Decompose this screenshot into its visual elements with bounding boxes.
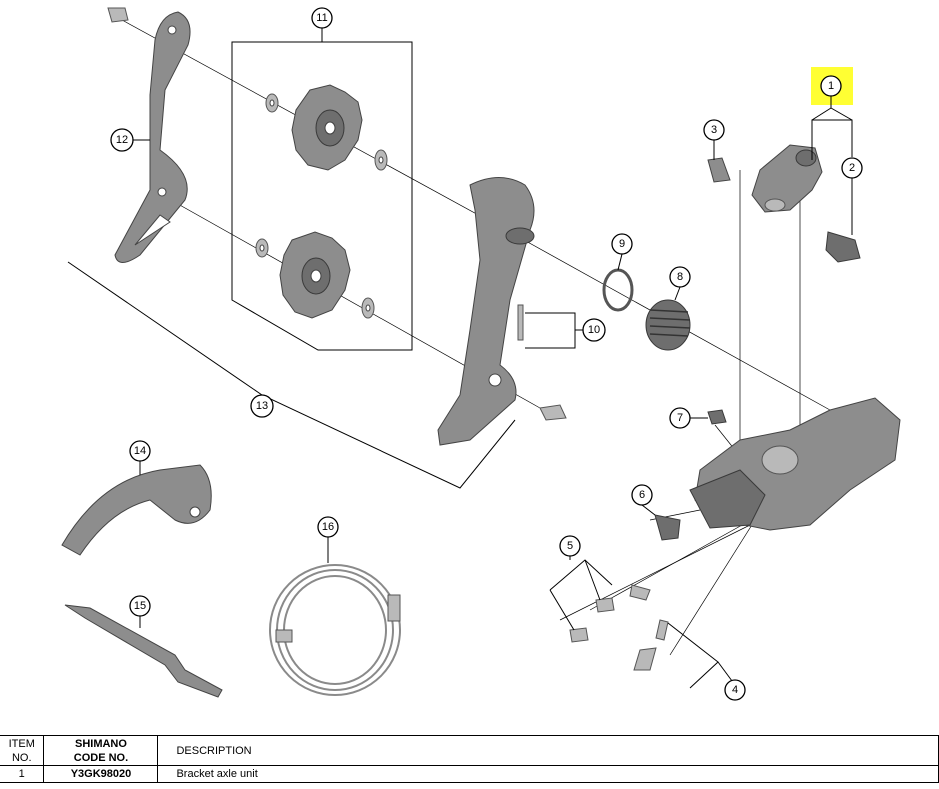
derailleur-body bbox=[689, 397, 901, 531]
svg-text:4: 4 bbox=[732, 684, 738, 696]
part-12-outer-plate bbox=[114, 11, 191, 263]
callout-16: 16 bbox=[317, 516, 339, 538]
part-14-plate bbox=[61, 464, 212, 556]
callout-4: 4 bbox=[724, 679, 746, 701]
svg-text:8: 8 bbox=[677, 271, 683, 283]
callout-15: 15 bbox=[129, 595, 151, 617]
svg-text:11: 11 bbox=[316, 12, 327, 24]
inner-plate bbox=[437, 177, 535, 446]
callout-6: 6 bbox=[631, 484, 653, 506]
svg-text:13: 13 bbox=[256, 400, 268, 412]
svg-text:6: 6 bbox=[639, 489, 645, 501]
callout-12: 12 bbox=[110, 128, 134, 152]
part-11-pulley-frame bbox=[231, 41, 413, 351]
svg-text:5: 5 bbox=[567, 540, 573, 552]
svg-text:14: 14 bbox=[134, 445, 146, 457]
svg-text:3: 3 bbox=[711, 124, 717, 136]
callout-8: 8 bbox=[669, 266, 691, 288]
part-15-tool bbox=[64, 604, 223, 698]
part-6-cover bbox=[654, 514, 681, 541]
callout-3: 3 bbox=[703, 119, 725, 141]
svg-text:15: 15 bbox=[134, 600, 146, 612]
bolt-top bbox=[107, 7, 129, 23]
cell-code-no: Y3GK98020 bbox=[43, 765, 159, 783]
svg-text:12: 12 bbox=[116, 134, 128, 146]
cell-description: Bracket axle unit bbox=[157, 765, 939, 783]
part-8-spring bbox=[645, 299, 691, 351]
table-row: 1 Y3GK98020 Bracket axle unit bbox=[0, 765, 939, 783]
cage-bolt bbox=[539, 404, 567, 421]
header-description: DESCRIPTION bbox=[157, 735, 939, 766]
callout-14: 14 bbox=[129, 440, 151, 462]
part-5-screws bbox=[569, 584, 651, 643]
part-3-bolt bbox=[707, 157, 731, 183]
pulley-upper bbox=[265, 84, 388, 171]
callout-13: 13 bbox=[250, 394, 274, 418]
part-1-bracket-axle-unit bbox=[751, 144, 823, 213]
part-7-cap bbox=[707, 409, 727, 425]
part-9-clip bbox=[602, 268, 634, 312]
svg-text:1: 1 bbox=[828, 80, 834, 92]
svg-text:7: 7 bbox=[677, 412, 683, 424]
callout-1: 1 bbox=[820, 75, 842, 97]
part-2-axle bbox=[825, 231, 861, 263]
part-4-pins bbox=[633, 619, 669, 671]
svg-text:16: 16 bbox=[322, 521, 334, 533]
leader-lines bbox=[67, 28, 853, 689]
callout-2: 2 bbox=[841, 157, 863, 179]
svg-text:2: 2 bbox=[849, 162, 855, 174]
exploded-parts-diagram: 1 2 3 4 5 6 7 8 9 10 11 12 13 14 15 16 bbox=[61, 7, 901, 701]
cell-item-no: 1 bbox=[0, 765, 45, 783]
pulley-lower bbox=[255, 231, 375, 319]
pins-10 bbox=[517, 304, 524, 341]
callout-11: 11 bbox=[311, 7, 333, 29]
callout-9: 9 bbox=[611, 233, 633, 255]
svg-text:10: 10 bbox=[588, 324, 600, 336]
part-16-cable bbox=[269, 564, 401, 696]
callout-7: 7 bbox=[669, 407, 691, 429]
svg-text:9: 9 bbox=[619, 238, 625, 250]
callout-5: 5 bbox=[559, 535, 581, 557]
callout-10: 10 bbox=[582, 318, 606, 342]
